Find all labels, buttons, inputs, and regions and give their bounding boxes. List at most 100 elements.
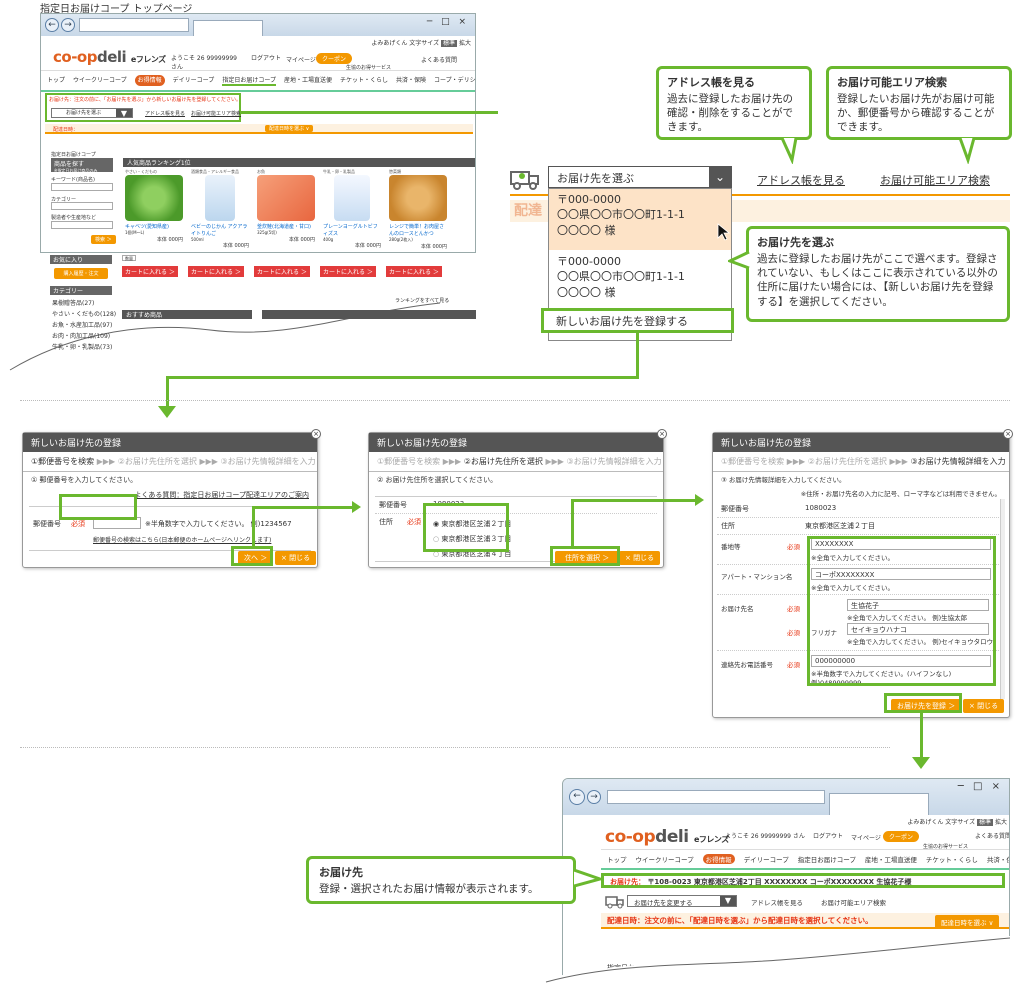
- new-delivery-option[interactable]: 新しいお届け先を登録する: [541, 308, 734, 333]
- readout-link[interactable]: よみあげくん: [907, 819, 944, 826]
- close-icon[interactable]: ×: [311, 429, 321, 439]
- maker-select[interactable]: [51, 221, 113, 229]
- menu-direct[interactable]: 産地・工場直送便: [283, 77, 332, 84]
- menu-deals[interactable]: お得情報: [702, 854, 735, 864]
- menu-scheduled[interactable]: 指定日お届けコープ: [797, 856, 856, 864]
- close-button[interactable]: × 閉じる: [275, 551, 317, 565]
- font-large-button[interactable]: 拡大: [994, 819, 1007, 826]
- address-book-link[interactable]: アドレス帳を見る: [751, 899, 803, 907]
- window-buttons[interactable]: ─ □ ×: [957, 781, 1003, 792]
- browser-tab[interactable]: [193, 20, 263, 36]
- change-delivery-select[interactable]: お届け先を変更する▼: [627, 895, 737, 907]
- product-card[interactable]: お魚 釜炊鮭(北海道産・甘口) 325g(5切) 本体 000円: [257, 169, 315, 243]
- keyword-input[interactable]: [51, 183, 113, 191]
- category-select[interactable]: [51, 202, 113, 210]
- faq-link[interactable]: よくある質問: [421, 57, 458, 64]
- menu-insurance[interactable]: 共済・保険: [395, 77, 426, 84]
- scrollbar[interactable]: [1000, 499, 1005, 699]
- menu-weekly[interactable]: ウイークリーコープ: [635, 856, 694, 864]
- japanpost-link[interactable]: 郵便番号の検索はこちら(日本郵便のホームページへリンクします): [93, 537, 272, 544]
- area-search-link[interactable]: お届け可能エリア検索: [821, 899, 886, 907]
- menu-top[interactable]: トップ: [47, 77, 66, 84]
- area-search-link-zoom[interactable]: お届け可能エリア検索: [880, 174, 990, 187]
- mypage-link[interactable]: マイページ: [286, 57, 316, 64]
- mypage-link[interactable]: マイページ: [851, 835, 881, 842]
- menu-direct[interactable]: 産地・工場直送便: [864, 856, 917, 864]
- close-icon[interactable]: ×: [657, 429, 667, 439]
- coopdeli-logo[interactable]: co-opdeli eフレンズ: [605, 827, 729, 847]
- coopdeli-logo[interactable]: co-opdeli eフレンズ: [53, 48, 166, 66]
- add-to-cart-button[interactable]: カートに入れる ＞: [320, 266, 376, 277]
- category-item[interactable]: 牛乳・卵・乳製品(73): [52, 344, 113, 351]
- product-image[interactable]: [257, 175, 315, 221]
- address-bar[interactable]: [79, 18, 189, 32]
- back-icon[interactable]: ←: [45, 18, 59, 32]
- faq-area-link[interactable]: よくある質問：指定日お届けコープ配達エリアのご案内: [134, 491, 309, 499]
- menu-daily[interactable]: デイリーコープ: [172, 77, 215, 84]
- history-button[interactable]: 購入履歴・注文: [54, 268, 108, 279]
- delivery-select-zoom[interactable]: お届け先を選ぶ ⌄: [548, 166, 732, 188]
- area-search-link[interactable]: お届け可能エリア検索: [191, 111, 242, 117]
- category-item[interactable]: お魚・水産加工品(97): [52, 322, 113, 329]
- add-to-cart-button[interactable]: カートに入れる ＞: [122, 266, 178, 277]
- font-std-button[interactable]: 標準: [977, 819, 994, 826]
- category-item[interactable]: やさい・くだもの(128): [52, 311, 117, 318]
- date-select-button[interactable]: 配達日時を選ぶ ∨: [265, 125, 314, 132]
- address-book-link[interactable]: アドレス帳を見る: [145, 111, 186, 117]
- name-input[interactable]: 生協花子: [847, 599, 989, 611]
- register-button[interactable]: お届け先を登録 ＞: [891, 699, 962, 713]
- dropdown-option[interactable]: 〒000-0000 〇〇県〇〇市〇〇町1-1-1 〇〇〇〇 様: [557, 255, 685, 299]
- menu-weekly[interactable]: ウイークリーコープ: [73, 77, 127, 84]
- font-std-button[interactable]: 標準: [441, 40, 458, 47]
- product-image[interactable]: [125, 175, 183, 221]
- product-card[interactable]: 牛乳・卵・乳製品 プレーンヨーグルトビフィズス 400g 本体 000円: [323, 169, 381, 249]
- forward-icon[interactable]: →: [61, 18, 75, 32]
- close-icon[interactable]: ×: [1003, 429, 1013, 439]
- close-button[interactable]: × 閉じる: [963, 699, 1005, 713]
- readout-link[interactable]: よみあげくん: [371, 40, 408, 47]
- tel-input[interactable]: 000000000: [811, 655, 991, 667]
- dropdown-option-hover[interactable]: 〒000-0000 〇〇県〇〇市〇〇町1-1-1 〇〇〇〇 様: [549, 189, 731, 250]
- coupon-button[interactable]: クーポン: [883, 831, 920, 842]
- search-button[interactable]: 検索 ＞: [91, 235, 116, 244]
- product-card[interactable]: やさい・くだもの キャベツ(愛知県産) 1個(M〜L) 本体 000円: [125, 169, 183, 243]
- product-card[interactable]: 酒類食品・アレルギー食品 ベビーのじかん アクアライトりんご 500ml 本体 …: [191, 169, 249, 249]
- category-item[interactable]: お肉・肉加工品(109): [52, 333, 111, 340]
- menu-scheduled[interactable]: 指定日お届けコープ: [222, 77, 276, 86]
- next-button[interactable]: 次へ ＞: [238, 551, 274, 565]
- address-radio[interactable]: ○ 東京都港区芝浦４丁目: [433, 550, 512, 558]
- back-icon[interactable]: ←: [569, 789, 585, 805]
- font-large-button[interactable]: 拡大: [458, 40, 471, 47]
- product-image[interactable]: [389, 175, 447, 221]
- forward-icon[interactable]: →: [587, 790, 601, 804]
- ranking-more-link[interactable]: ランキングをすべて見る: [395, 298, 450, 304]
- address-radio[interactable]: ○ 東京都港区芝浦３丁目: [433, 535, 512, 543]
- window-buttons[interactable]: ─ □ ×: [426, 17, 469, 27]
- menu-deliche[interactable]: コープ・デリシェ: [434, 77, 476, 84]
- coupon-button[interactable]: クーポン: [316, 53, 353, 64]
- product-card[interactable]: 惣菜類 レンジで簡単！お肉屋さんのロースとんかつ 280g(2枚入) 本体 00…: [389, 169, 447, 250]
- category-item[interactable]: 果樹贈答品(27): [52, 300, 95, 307]
- kana-input[interactable]: セイキョウハナコ: [847, 623, 989, 635]
- menu-ticket[interactable]: チケット・くらし: [339, 77, 388, 84]
- address-radio[interactable]: ◉ 東京都港区芝浦２丁目: [433, 520, 512, 528]
- product-image[interactable]: [334, 175, 370, 221]
- delivery-select[interactable]: お届け先を選ぶ▼: [51, 108, 133, 118]
- product-image[interactable]: [205, 175, 235, 221]
- logout-link[interactable]: ログアウト: [813, 833, 844, 840]
- address-book-link-zoom[interactable]: アドレス帳を見る: [757, 174, 845, 187]
- add-to-cart-button[interactable]: カートに入れる ＞: [254, 266, 310, 277]
- menu-insurance[interactable]: 共済・保険: [986, 856, 1009, 864]
- menu-daily[interactable]: デイリーコープ: [743, 856, 789, 864]
- add-to-cart-button[interactable]: カートに入れる ＞: [188, 266, 244, 277]
- faq-link[interactable]: よくある質問: [975, 833, 1010, 840]
- address-bar[interactable]: [607, 790, 825, 804]
- menu-ticket[interactable]: チケット・くらし: [925, 856, 978, 864]
- date-select-button[interactable]: 配達日時を選ぶ ∨: [935, 915, 1000, 929]
- logout-link[interactable]: ログアウト: [251, 55, 282, 62]
- menu-deals[interactable]: お得情報: [134, 75, 165, 86]
- menu-top[interactable]: トップ: [607, 856, 627, 864]
- select-address-button[interactable]: 住所を選択 ＞: [555, 551, 620, 565]
- close-button[interactable]: × 閉じる: [619, 551, 661, 565]
- browser-tab[interactable]: [829, 793, 929, 815]
